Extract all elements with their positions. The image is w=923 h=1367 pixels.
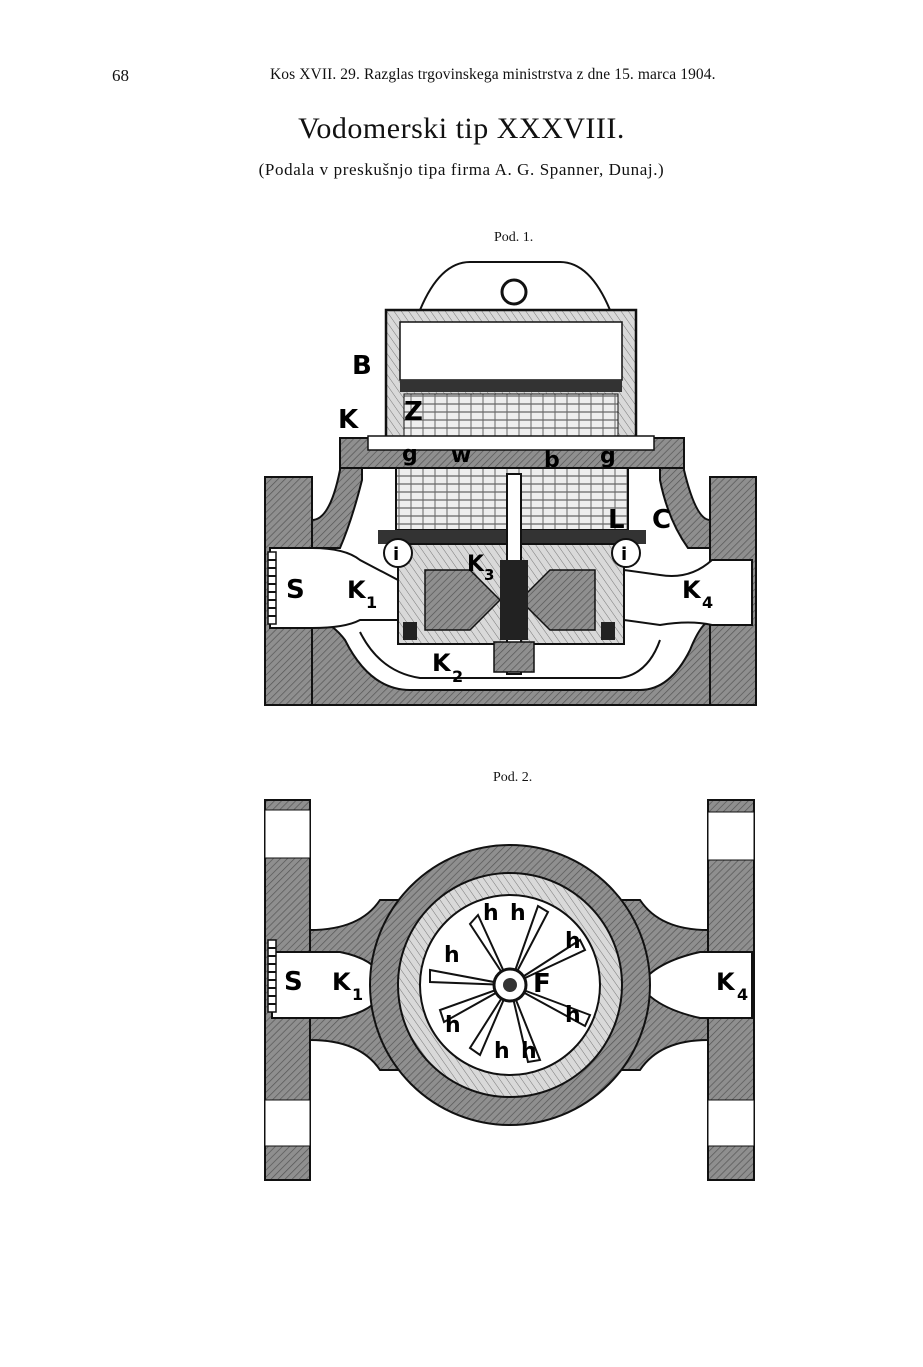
outlet-channel xyxy=(623,559,753,627)
page-number: 68 xyxy=(112,66,129,85)
label-b: b xyxy=(544,448,560,473)
label-w: w xyxy=(451,443,471,468)
label-h: h xyxy=(444,943,460,968)
label-S-plan: S xyxy=(284,967,303,997)
label-K4-sub: 4 xyxy=(702,593,713,612)
figure-1-drawing: B K Z g w b g L C i i S K 1 K 3 K 4 K 2 xyxy=(264,261,757,706)
label-K1-plan: K xyxy=(332,968,352,996)
running-header: Kos XVII. 29. Razglas trgovinskega minis… xyxy=(270,66,716,83)
document-subtitle: (Podala v preskušnjo tipa firma A. G. Sp… xyxy=(258,160,665,179)
impeller-blades xyxy=(429,904,592,1064)
label-K: K xyxy=(338,405,359,435)
label-h: h xyxy=(565,929,581,954)
label-K3: K xyxy=(467,552,485,577)
i-right-marker xyxy=(611,538,641,568)
label-i-right: i xyxy=(621,544,627,565)
label-K2-sub: 2 xyxy=(452,667,463,686)
label-K1-sub-plan: 1 xyxy=(352,985,363,1004)
i-left-marker xyxy=(383,538,413,568)
label-h: h xyxy=(494,1039,510,1064)
label-h: h xyxy=(510,901,526,926)
figure-1-caption: Pod. 1. xyxy=(494,230,534,245)
label-g-left: g xyxy=(402,442,418,467)
document-title: Vodomerski tip XXXVIII. xyxy=(298,112,625,145)
label-C: C xyxy=(652,505,671,535)
label-h: h xyxy=(565,1003,581,1028)
label-K4: K xyxy=(682,576,702,604)
label-K1: K xyxy=(347,576,367,604)
lower-casing xyxy=(311,618,711,706)
label-i-left: i xyxy=(393,544,399,565)
label-S: S xyxy=(286,575,305,605)
label-h: h xyxy=(521,1039,537,1064)
label-h: h xyxy=(483,901,499,926)
label-F: F xyxy=(533,969,551,999)
label-K4-sub-plan: 4 xyxy=(737,985,748,1004)
label-K1-sub: 1 xyxy=(366,593,377,612)
label-Z: Z xyxy=(404,397,423,427)
label-g-right: g xyxy=(600,444,616,469)
figure-2-caption: Pod. 2. xyxy=(493,770,533,785)
label-L: L xyxy=(608,505,625,535)
label-K3-sub: 3 xyxy=(484,566,494,584)
label-h: h xyxy=(445,1013,461,1038)
label-B: B xyxy=(352,351,372,381)
label-K2: K xyxy=(432,649,452,677)
screen-strip xyxy=(267,551,277,625)
label-K4-plan: K xyxy=(716,968,736,996)
lifting-ring xyxy=(500,278,528,306)
figure-2-drawing: S K 1 F K 4 h h h h h h h h xyxy=(264,799,755,1181)
